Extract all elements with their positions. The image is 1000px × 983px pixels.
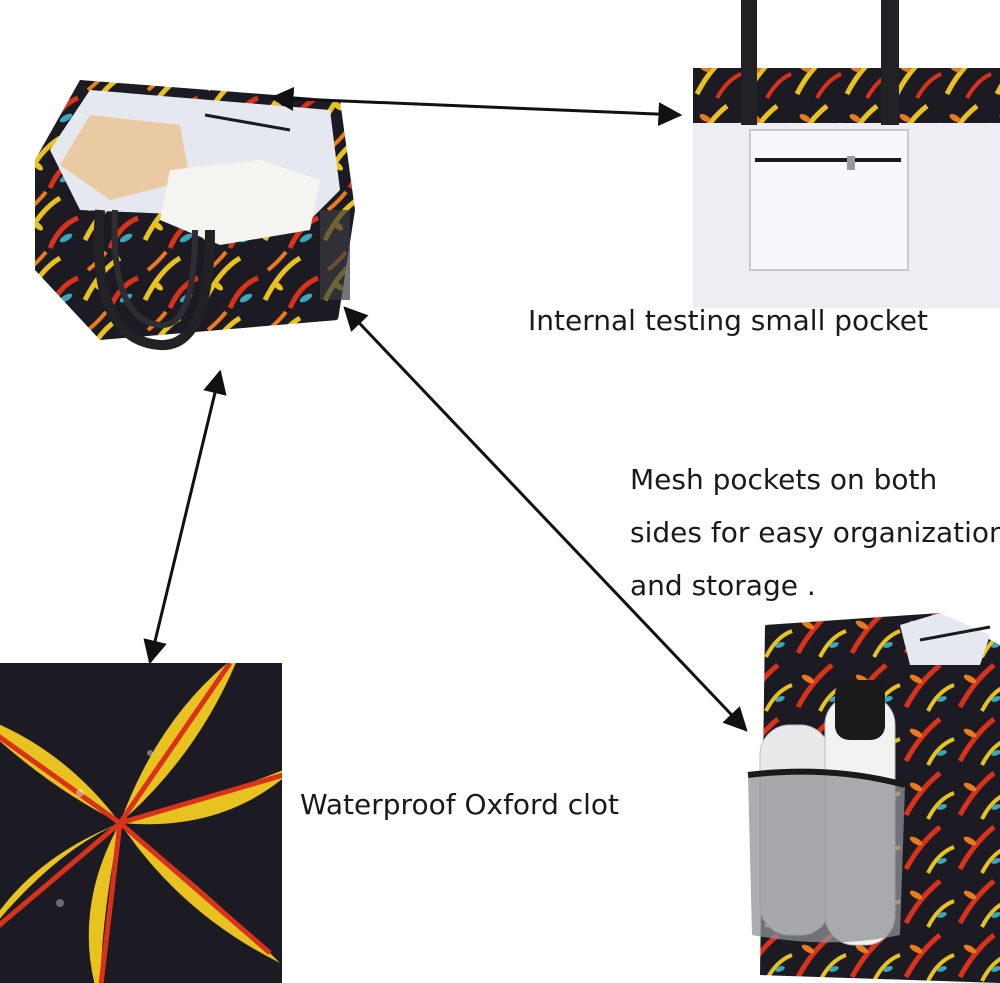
main-bag-photo <box>35 80 355 351</box>
arrow-to-internal-pocket <box>269 86 683 127</box>
arrow-to-fabric-closeup <box>143 369 227 665</box>
fabric-closeup-photo <box>0 663 282 983</box>
mesh-pocket-bag-photo <box>747 613 1000 983</box>
waterproof-caption: Waterproof Oxford clot <box>300 788 620 821</box>
internal-pocket-photo <box>693 0 1000 308</box>
arrow-to-mesh-pocket <box>343 306 748 732</box>
